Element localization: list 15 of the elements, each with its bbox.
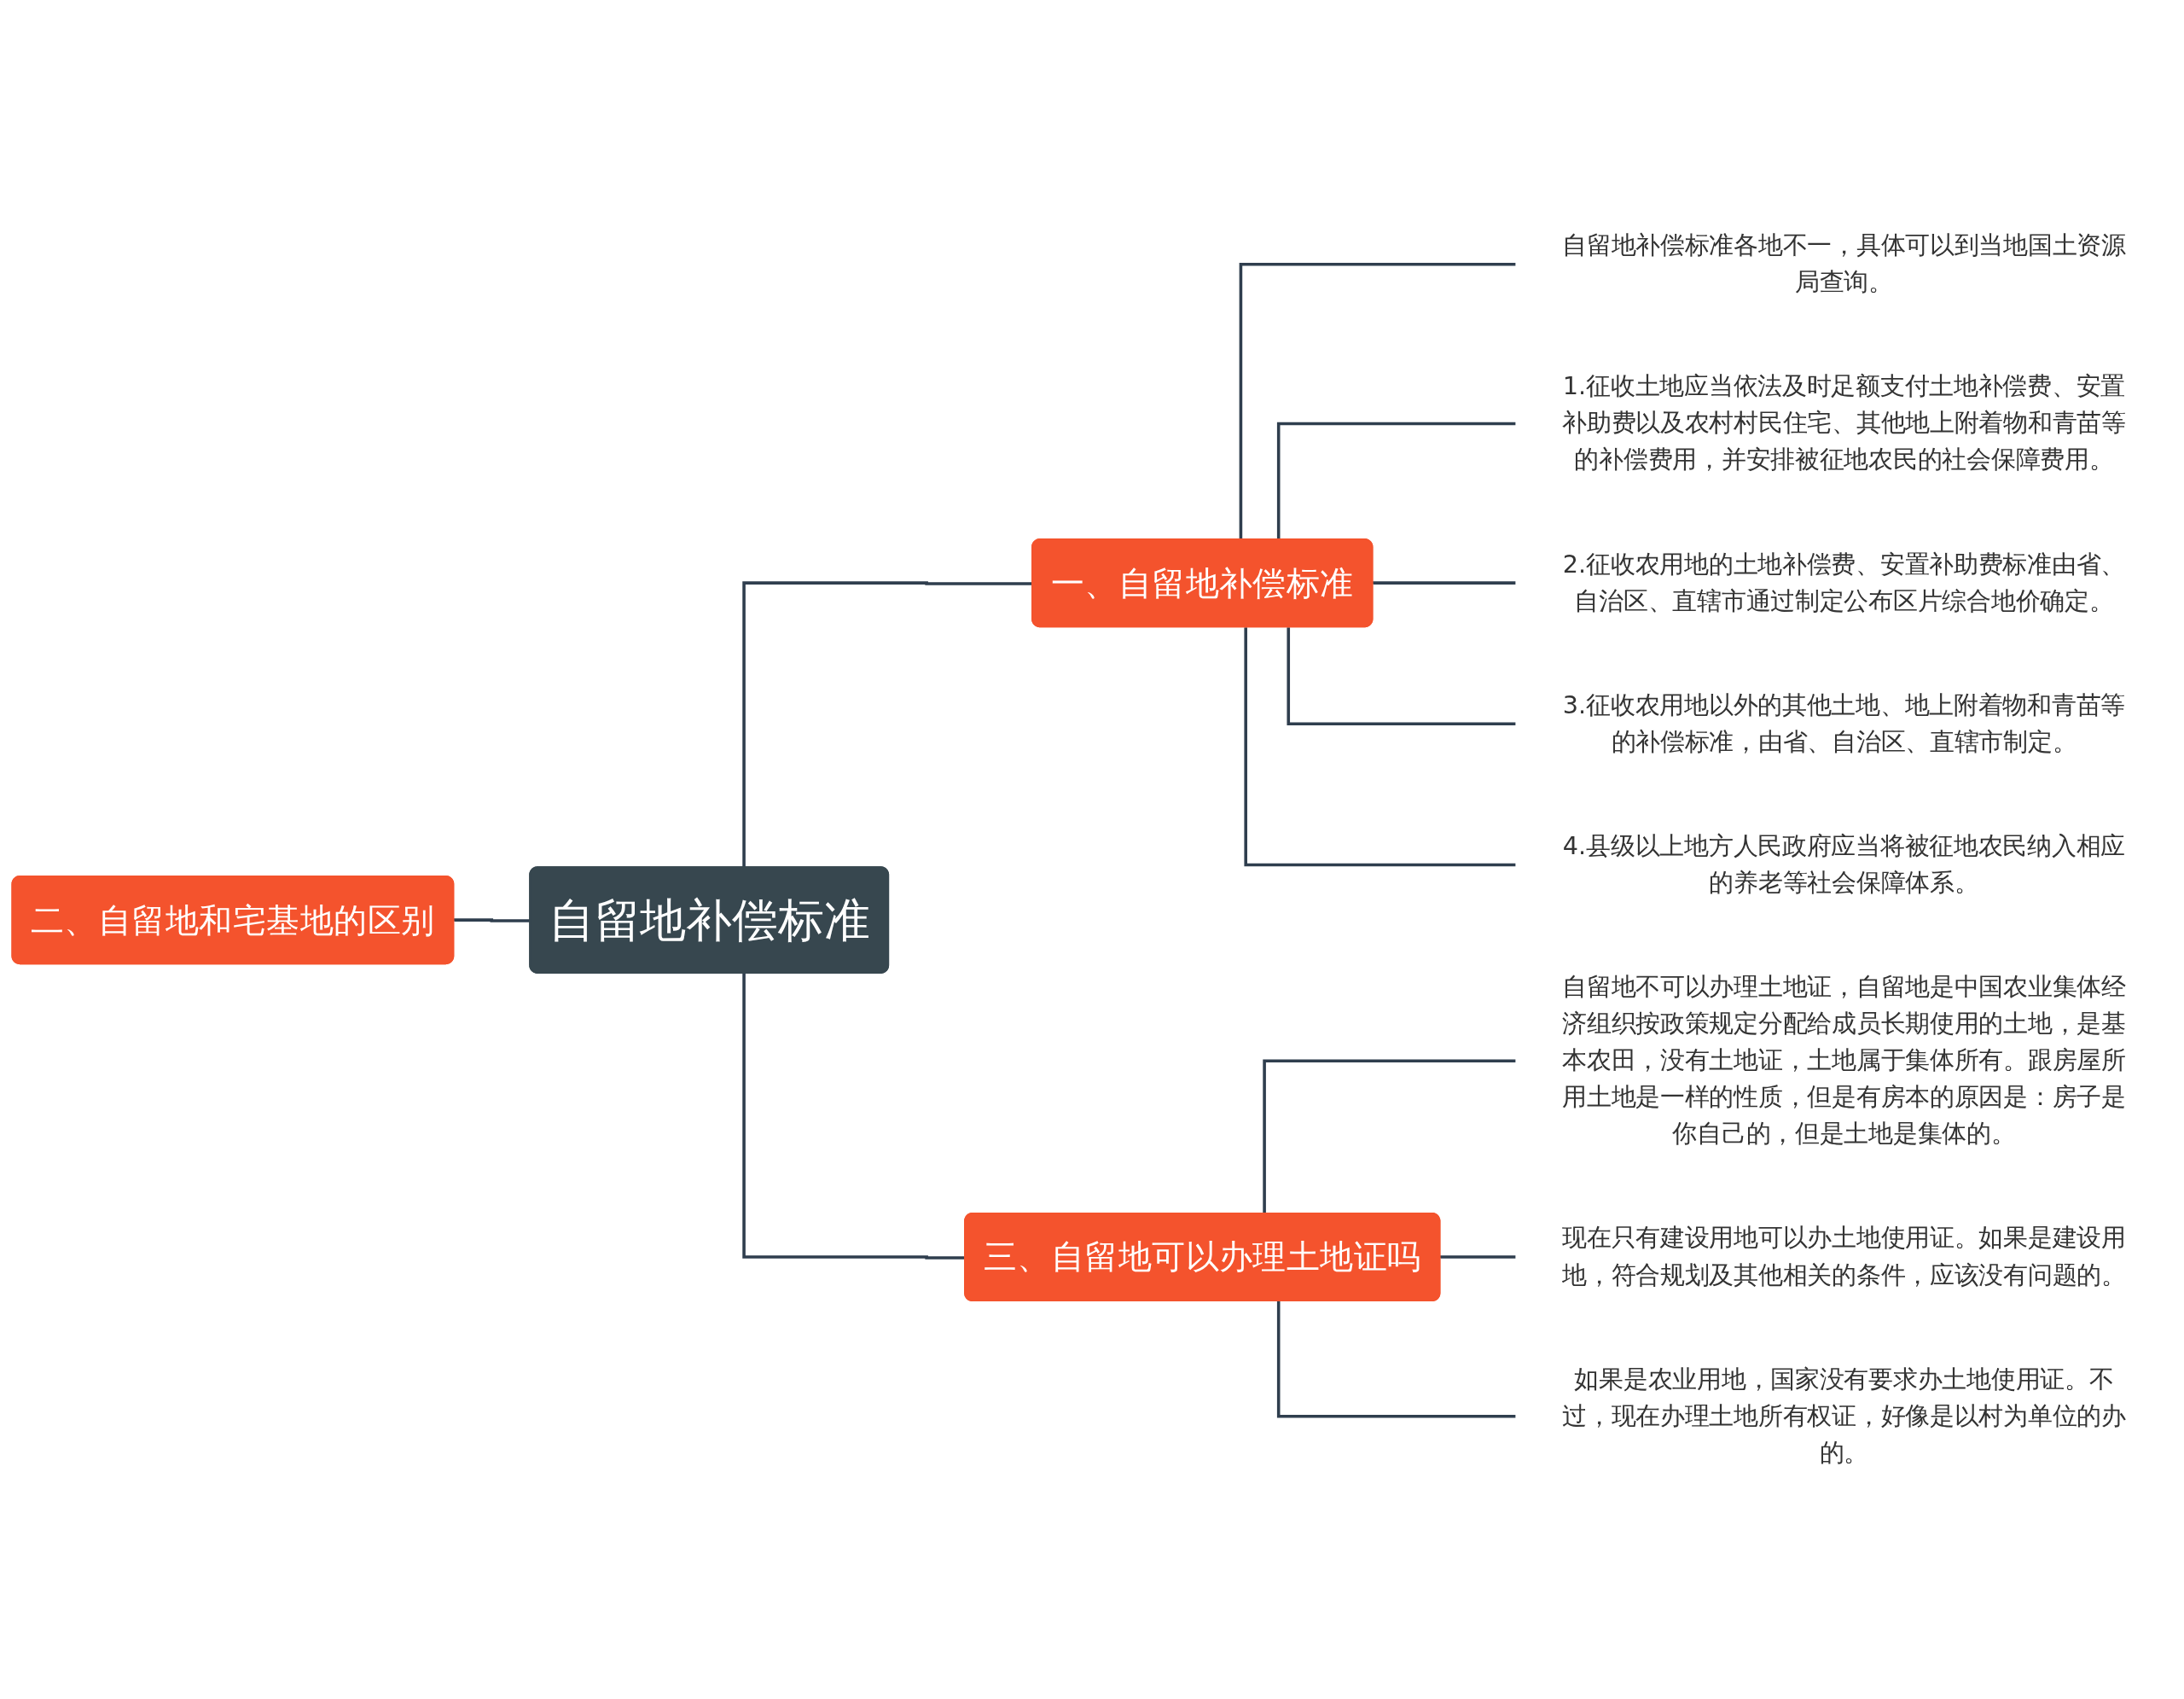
node-text: 现在只有建设用地可以办土地使用证。如果是建设用地，符合规划及其他相关的条件，应该没有问题的。 (1562, 1223, 2126, 1289)
node-text: 2.征收农用地的土地补偿费、安置补助费标准由省、自治区、直辖市通过制定公布区片综合地价确定。 (1562, 549, 2126, 615)
connector (1276, 422, 1517, 540)
connector (1239, 262, 1517, 540)
connector (1276, 1301, 1517, 1418)
connector (1244, 627, 1517, 867)
node-text: 如果是农业用地，国家没有要求办土地使用证。不过，现在办理土地所有权证，好像是以村为单位的办的。 (1562, 1364, 2126, 1467)
node-text: 3.征收农用地以外的其他土地、地上附着物和青苗等的补偿标准，由省、自治区、直辖市制定。 (1562, 689, 2126, 756)
node-text: 自留地补偿标准各地不一，具体可以到当地国土资源局查询。 (1562, 230, 2126, 297)
connector (1263, 1059, 1517, 1214)
node-text: 4.县级以上地方人民政府应当将被征地农民纳入相应的养老等社会保障体系。 (1562, 830, 2126, 898)
node-text: 1.征收土地应当依法及时足额支付土地补偿费、安置补助费以及农村村民住宅、其他地上附着物和青苗等的补偿费用，并安排被征地农民的社会保障费用。 (1562, 371, 2126, 474)
connector (1287, 627, 1517, 726)
node-text: 自留地不可以办理土地证，自留地是中国农业集体经济组织按政策规定分配给成员长期使用的土地，是基本农田，没有土地证，土地属于集体所有。跟房屋所用土地是一样的性质，但是有房本的原因是：房子是你自己的，但是土地是集体的。 (1562, 972, 2126, 1149)
connector (742, 973, 966, 1260)
